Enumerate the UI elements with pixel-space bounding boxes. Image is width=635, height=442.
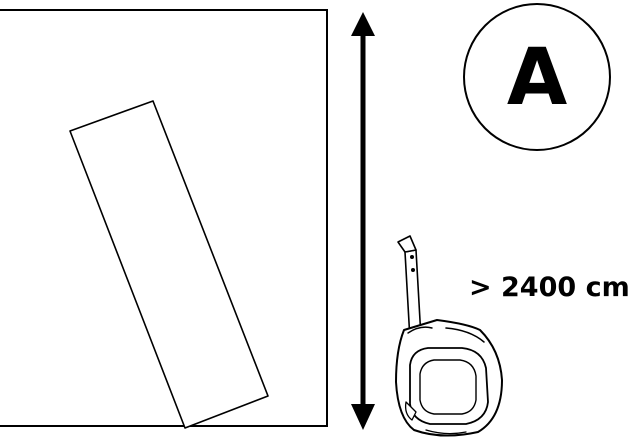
tilted-panel: [69, 100, 269, 429]
badge-letter: A: [507, 33, 567, 123]
measurement-label: > 2400 cm: [469, 272, 630, 303]
tape-measure-icon: [395, 235, 503, 437]
double-headed-height-arrow: [351, 12, 375, 430]
room-outline: [0, 9, 328, 427]
step-badge: A: [463, 3, 611, 151]
